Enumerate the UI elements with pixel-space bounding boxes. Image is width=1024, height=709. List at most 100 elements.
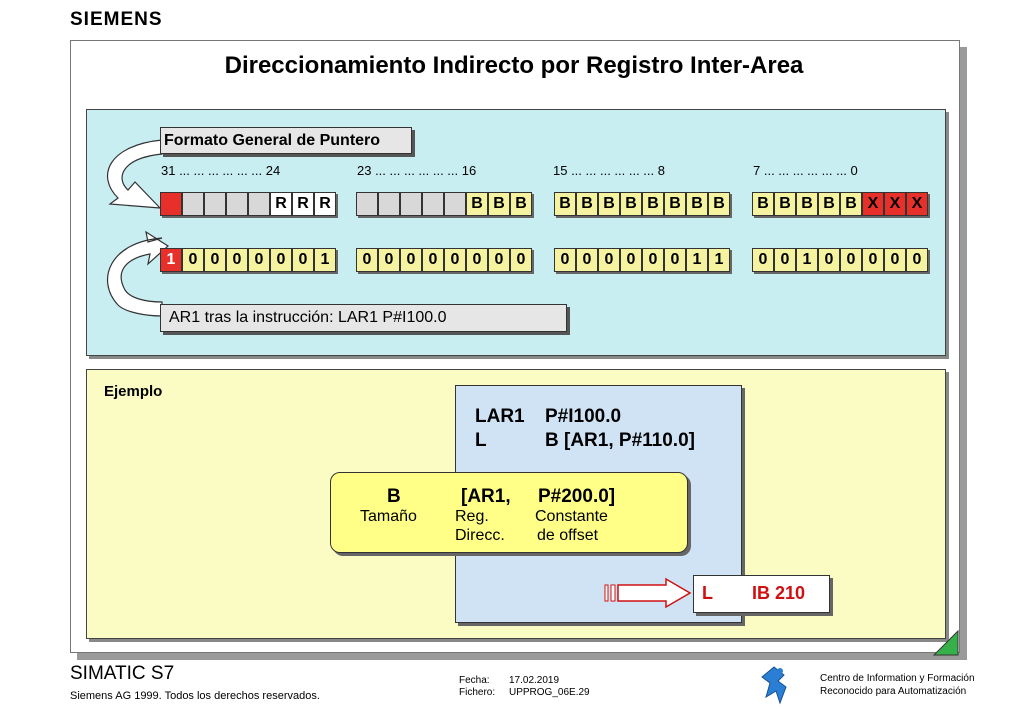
bit-range-15-8: 15 ... ... ... ... ... ... 8 [553, 163, 665, 178]
ar1-bit-3: 0 [840, 248, 862, 272]
ar1-bit-24: 1 [314, 248, 336, 272]
ar1-bit-19: 0 [444, 248, 466, 272]
code-op-1: LAR1 [475, 406, 525, 427]
operand-breakdown: B [AR1, P#200.0] Tamaño Reg. Direcc. Con… [330, 472, 688, 553]
pointer-format-bit-19 [444, 192, 466, 216]
ar1-bit-23: 0 [356, 248, 378, 272]
offset-caption: de offset [537, 527, 599, 544]
pointer-format-bit-0: X [906, 192, 928, 216]
pointer-format-bit-4: B [818, 192, 840, 216]
pointer-format-bit-9: B [686, 192, 708, 216]
bit-range-7-0: 7 ... ... ... ... ... ... 0 [753, 163, 858, 178]
pointer-format-bit-24: R [314, 192, 336, 216]
footer-fichero: UPPROG_06E.29 [509, 687, 590, 698]
pointer-format-bit-15: B [554, 192, 576, 216]
pointer-format-bit-11: B [642, 192, 664, 216]
pointer-format-bit-7: B [752, 192, 774, 216]
ar1-bit-20: 0 [422, 248, 444, 272]
ar1-bit-16: 0 [510, 248, 532, 272]
ar1-bit-27: 0 [248, 248, 270, 272]
pointer-format-bit-21 [400, 192, 422, 216]
size-caption: Tamaño [360, 508, 417, 525]
pointer-format-bit-13: B [598, 192, 620, 216]
dir-caption: Direcc. [455, 527, 505, 544]
pointer-format-bit-28 [226, 192, 248, 216]
pointer-format-bit-30 [182, 192, 204, 216]
result-op: L [702, 583, 713, 603]
pointer-format-bit-8: B [708, 192, 730, 216]
ar1-bit-30: 0 [182, 248, 204, 272]
const-caption: Constante [535, 508, 608, 525]
pointer-format-bit-1: X [884, 192, 906, 216]
ar1-bit-4: 0 [818, 248, 840, 272]
pointer-format-bit-14: B [576, 192, 598, 216]
ar1-bit-10: 0 [664, 248, 686, 272]
pointer-format-bit-10: B [664, 192, 686, 216]
pointer-format-bit-20 [422, 192, 444, 216]
pointer-format-bit-23 [356, 192, 378, 216]
example-label: Ejemplo [104, 383, 163, 400]
code-op-2: L [475, 430, 487, 451]
reg-caption: Reg. [455, 508, 489, 525]
code-arg-1: P#I100.0 [545, 406, 622, 427]
footer-center-line2: Reconocido para Automatización [820, 686, 967, 697]
operand-offset: P#200.0] [538, 486, 616, 507]
ar1-bit-0: 0 [906, 248, 928, 272]
footer-center-line1: Centro de Information y Formación [820, 673, 975, 684]
bit-range-31-24: 31 ... ... ... ... ... ... 24 [161, 163, 281, 178]
pointer-format-bit-29 [204, 192, 226, 216]
ar1-caption: AR1 tras la instrucción: LAR1 P#I100.0 [160, 304, 567, 332]
pointer-format-bit-12: B [620, 192, 642, 216]
result-arg: IB 210 [752, 583, 806, 603]
ar1-bit-11: 0 [642, 248, 664, 272]
pointer-format-bit-22 [378, 192, 400, 216]
ar1-bit-15: 0 [554, 248, 576, 272]
ar1-bit-6: 0 [774, 248, 796, 272]
code-arg-2: B [AR1, P#110.0] [545, 430, 695, 451]
pointer-format-bit-17: B [488, 192, 510, 216]
pointer-format-bit-31 [160, 192, 182, 216]
footer-fecha: 17.02.2019 [509, 675, 560, 686]
result-arrow-icon [604, 577, 692, 609]
pointer-format-bit-27 [248, 192, 270, 216]
ar1-bit-13: 0 [598, 248, 620, 272]
training-center-logo-icon [761, 666, 787, 705]
ar1-bit-26: 0 [270, 248, 292, 272]
corner-fold-icon [932, 629, 959, 656]
ar1-bit-28: 0 [226, 248, 248, 272]
pointer-format-bit-26: R [270, 192, 292, 216]
result-instruction: L IB 210 [693, 575, 830, 613]
slide-title: Direccionamiento Indirecto por Registro … [224, 52, 804, 79]
curved-arrows [107, 139, 169, 317]
footer-copyright: Siemens AG 1999. Todos los derechos rese… [70, 690, 320, 702]
footer-fecha-label: Fecha: [459, 675, 490, 686]
footer-product: SIMATIC S7 [70, 663, 175, 684]
ar1-bit-2: 0 [862, 248, 884, 272]
ar1-bit-17: 0 [488, 248, 510, 272]
pointer-format-bit-18: B [466, 192, 488, 216]
ar1-bit-12: 0 [620, 248, 642, 272]
ar1-bit-8: 1 [708, 248, 730, 272]
bit-range-23-16: 23 ... ... ... ... ... ... 16 [357, 163, 477, 178]
ar1-bit-25: 0 [292, 248, 314, 272]
footer-fichero-label: Fichero: [459, 687, 496, 698]
operand-register: [AR1, [461, 486, 511, 507]
ar1-bit-7: 0 [752, 248, 774, 272]
ar1-bit-21: 0 [400, 248, 422, 272]
ar1-bit-14: 0 [576, 248, 598, 272]
siemens-logo: SIEMENS [70, 9, 163, 30]
ar1-bit-31: 1 [160, 248, 182, 272]
pointer-format-bit-25: R [292, 192, 314, 216]
pointer-format-bit-5: B [796, 192, 818, 216]
ar1-bit-5: 1 [796, 248, 818, 272]
ar1-bit-9: 1 [686, 248, 708, 272]
ar1-bit-22: 0 [378, 248, 400, 272]
pointer-format-bit-6: B [774, 192, 796, 216]
pointer-format-bit-2: X [862, 192, 884, 216]
operand-size: B [387, 486, 401, 507]
ar1-bit-1: 0 [884, 248, 906, 272]
pointer-format-bit-3: B [840, 192, 862, 216]
ar1-bit-29: 0 [204, 248, 226, 272]
ar1-bit-18: 0 [466, 248, 488, 272]
pointer-format-bit-16: B [510, 192, 532, 216]
